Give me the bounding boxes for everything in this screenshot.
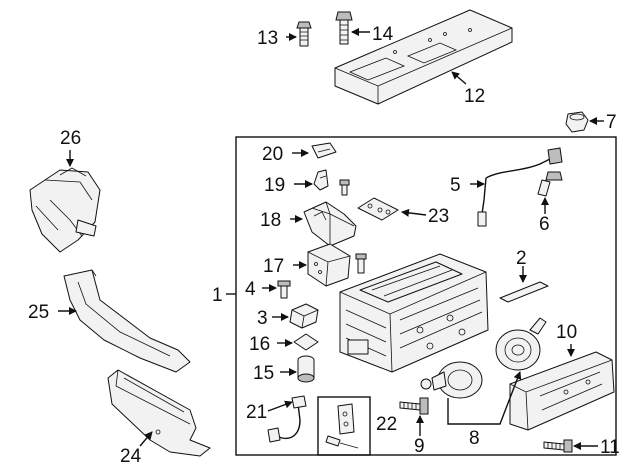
callout-9: 9 (414, 436, 425, 457)
callout-3: 3 (257, 308, 268, 329)
part-12-cover-plate[interactable] (334, 9, 513, 105)
callout-7: 7 (606, 112, 617, 133)
callout-4: 4 (245, 279, 256, 300)
callout-labels: 13 14 12 7 26 20 19 18 23 5 6 17 2 1 4 2… (28, 24, 620, 467)
bolt-near-19[interactable] (339, 179, 350, 196)
part-20-cap[interactable] (311, 142, 337, 159)
part-8-blower-motor-lower[interactable] (420, 361, 483, 399)
part-13-bolt[interactable] (296, 21, 312, 47)
callout-6: 6 (539, 214, 550, 235)
callout-22: 22 (376, 414, 397, 435)
part-15-bushing[interactable] (297, 355, 315, 383)
part-11-bolt[interactable] (543, 439, 573, 453)
part-6-bolt[interactable] (537, 171, 563, 197)
part-10-side-cover[interactable] (509, 351, 615, 431)
part-5-sensor-cable[interactable] (477, 147, 563, 227)
part-21-harness[interactable] (267, 395, 307, 443)
callout-19: 19 (264, 175, 285, 196)
callout-17: 17 (263, 256, 284, 277)
part-19-clip[interactable] (313, 169, 329, 191)
callout-13: 13 (257, 28, 278, 49)
callout-20: 20 (262, 144, 283, 165)
callout-10: 10 (556, 322, 577, 343)
part-2-strip[interactable] (499, 281, 549, 303)
bolt-near-17[interactable] (355, 253, 367, 274)
callout-21: 21 (246, 402, 267, 423)
leader-lines (58, 28, 604, 450)
callout-23: 23 (428, 206, 449, 227)
part-14-bolt[interactable] (335, 11, 353, 45)
part-22-fastener-kit[interactable] (317, 396, 371, 456)
part-4-screw[interactable] (277, 280, 291, 299)
part-16-pad[interactable] (293, 333, 319, 351)
callout-1: 1 (212, 285, 223, 306)
part-3-connector[interactable] (289, 303, 319, 329)
assembly-frame (235, 136, 617, 456)
part-1-battery-unit[interactable] (339, 253, 489, 373)
callout-8: 8 (469, 428, 480, 449)
callout-15: 15 (253, 363, 274, 384)
part-8-blower-motor-upper[interactable] (495, 317, 547, 371)
callout-26: 26 (60, 128, 81, 149)
part-26-duct[interactable] (29, 167, 101, 253)
callout-14: 14 (372, 24, 394, 45)
callout-5: 5 (450, 175, 461, 196)
callout-24: 24 (120, 446, 142, 467)
part-18-control-module[interactable] (303, 201, 357, 247)
part-23-plate[interactable] (357, 197, 399, 221)
callout-2: 2 (516, 248, 527, 269)
callout-18: 18 (260, 210, 281, 231)
part-25-duct-bracket[interactable] (63, 269, 191, 373)
callout-11: 11 (600, 437, 620, 458)
part-7-nut[interactable] (565, 111, 589, 133)
callout-12: 12 (464, 86, 485, 107)
callout-25: 25 (28, 302, 49, 323)
callout-16: 16 (249, 334, 270, 355)
part-17-junction-block[interactable] (307, 243, 351, 287)
part-24-lower-panel[interactable] (107, 369, 211, 457)
part-9-bolt[interactable] (399, 397, 429, 415)
